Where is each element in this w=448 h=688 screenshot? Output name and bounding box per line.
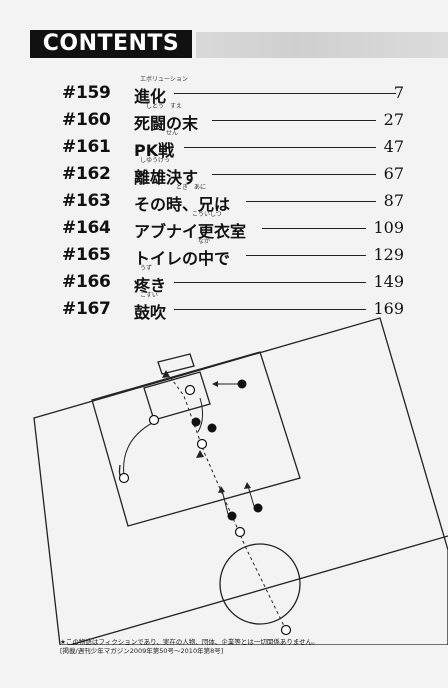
leader-line [212, 120, 376, 121]
chapter-title: 死闘の末 [134, 114, 199, 133]
arrow-head [212, 381, 218, 387]
chapter-number: #164 [62, 218, 111, 238]
zigzag-run [197, 397, 204, 433]
chapter-number: #163 [62, 191, 111, 211]
pitch-boundary [33, 317, 448, 645]
chapter-ruby: しとう すえ [146, 103, 183, 110]
move-arrow [221, 489, 229, 515]
leader-line [262, 228, 366, 229]
arrow-head [162, 370, 170, 378]
chapter-title: 鼓吹 [134, 303, 167, 322]
player-dark [207, 423, 217, 433]
chapter-title: トイレの中で [134, 249, 231, 268]
move-arrow [247, 485, 255, 507]
arrow-head [196, 450, 204, 458]
arrow-head [218, 486, 225, 493]
toc-entry[interactable]: #164 こういしつ アブナイ更衣室 109 [0, 211, 448, 241]
player-light [234, 526, 246, 538]
chapter-ruby: こういしつ [192, 211, 222, 218]
contents-heading: CONTENTS [30, 30, 192, 58]
player-dark [191, 417, 201, 427]
toc-entry[interactable]: #167 こすい 鼓吹 169 [0, 292, 448, 322]
leader-line [174, 93, 396, 94]
chapter-number: #167 [62, 299, 111, 319]
toc-entry[interactable]: #159 エボリューション 進化 7 [0, 76, 448, 106]
chapter-page: 47 [383, 137, 404, 156]
chapter-number: #159 [62, 83, 111, 103]
chapter-number: #165 [62, 245, 111, 265]
goal-area [143, 371, 211, 421]
chapter-page: 109 [373, 218, 404, 237]
center-circle [219, 543, 301, 625]
player-light [148, 414, 160, 426]
pass-path [167, 373, 287, 631]
toc-entry[interactable]: #165 なか トイレの中で 129 [0, 238, 448, 268]
toc-entry[interactable]: #163 とき あに その時、兄は 87 [0, 184, 448, 214]
chapter-page: 149 [373, 272, 404, 291]
player-dark [237, 379, 247, 389]
chapter-title: アブナイ更衣室 [134, 222, 247, 241]
chapter-title: 離雄決す [134, 168, 199, 187]
leader-line [184, 147, 376, 148]
chapter-title: その時、兄は [134, 195, 231, 214]
chapter-number: #160 [62, 110, 111, 130]
player-dark [253, 503, 263, 513]
footnote: ★この物語はフィクションであり、実在の人物、団体、企業等とは一切関係ありません。… [60, 638, 440, 656]
goal-net [157, 353, 195, 375]
chapter-page: 67 [383, 164, 404, 183]
halfway-line [69, 535, 448, 645]
chapter-ruby: エボリューション [140, 76, 188, 83]
chapter-number: #161 [62, 137, 111, 157]
arrow-head [244, 482, 251, 489]
run-path [123, 421, 155, 477]
player-light [280, 624, 292, 636]
chapter-title: 進化 [134, 87, 167, 106]
toc-entry[interactable]: #161 せん PK戦 47 [0, 130, 448, 160]
player-light [184, 384, 196, 396]
toc-entry[interactable]: #162 しゆうけっ 離雄決す 67 [0, 157, 448, 187]
leader-line [212, 174, 376, 175]
chapter-page: 27 [383, 110, 404, 129]
chapter-ruby: とき あに [176, 184, 207, 191]
chapter-ruby: こすい [140, 292, 158, 299]
player-dark [227, 511, 237, 521]
leader-line [174, 282, 366, 283]
player-light [196, 438, 208, 450]
chapter-ruby: しゆうけっ [140, 157, 171, 164]
chapter-ruby: うず [140, 265, 153, 272]
soccer-play-diagram [33, 317, 448, 645]
leader-line [174, 309, 366, 310]
publication-info: [掲載/週刊少年マガジン2009年第50号〜2010年第8号] [60, 647, 224, 655]
chapter-page: 7 [393, 83, 404, 102]
header-decor-bar [196, 32, 448, 58]
chapter-title: 疼き [134, 276, 167, 295]
chapter-title: PK戦 [134, 141, 175, 160]
chapter-ruby: なか [198, 238, 211, 245]
disclaimer-text: ★この物語はフィクションであり、実在の人物、団体、企業等とは一切関係ありません。 [60, 638, 319, 646]
player-light [118, 472, 130, 484]
penalty-area [91, 351, 301, 527]
chapter-number: #162 [62, 164, 111, 184]
chapter-page: 129 [373, 245, 404, 264]
chapter-page: 169 [373, 299, 404, 318]
toc-entry[interactable]: #160 しとう すえ 死闘の末 27 [0, 103, 448, 133]
header-band [0, 30, 448, 64]
leader-line [246, 255, 366, 256]
toc-entry[interactable]: #166 うず 疼き 149 [0, 265, 448, 295]
chapter-ruby: せん [166, 130, 179, 137]
leader-line [246, 201, 376, 202]
chapter-number: #166 [62, 272, 111, 292]
chapter-page: 87 [383, 191, 404, 210]
